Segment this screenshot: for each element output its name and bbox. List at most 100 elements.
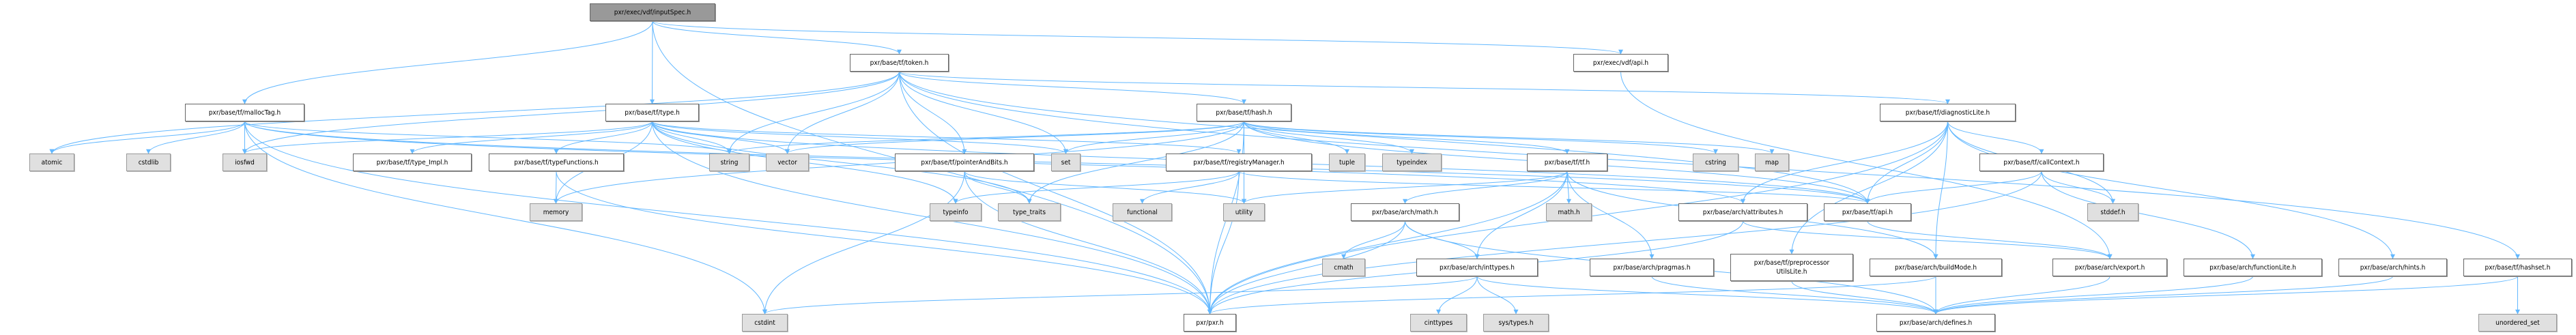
edge-inttypes-to-cinttypes — [1436, 276, 1478, 315]
node-atomic: atomic — [29, 154, 74, 171]
node-pragmas[interactable]: pxr/base/arch/pragmas.h — [1590, 259, 1714, 276]
edge-mallocTag-to-atomic — [49, 121, 245, 154]
node-vector: vector — [766, 154, 809, 171]
edge-callContext-to-stddef — [2041, 171, 2115, 204]
edge-pointerAndBits-to-utility — [964, 171, 1246, 204]
node-pointerAndBits[interactable]: pxr/base/tf/pointerAndBits.h — [895, 154, 1034, 171]
edge-mallocTag-to-cstdint — [244, 121, 767, 315]
edge-hash-to-map — [1244, 121, 1775, 154]
node-token[interactable]: pxr/base/tf/token.h — [850, 54, 949, 72]
edge-token-to-string — [727, 71, 900, 154]
edge-mallocTag-to-pxr — [244, 121, 1212, 315]
edge-archMath-to-cmath — [1341, 220, 1405, 259]
edge-hash-to-typeindex — [1244, 121, 1414, 154]
node-inputSpec: pxr/exec/vdf/inputSpec.h — [590, 3, 715, 21]
edge-mallocTag-to-cstdlib — [146, 121, 245, 154]
edge-token-to-set — [899, 71, 1068, 154]
edge-token-to-tfApi — [899, 71, 1870, 204]
edge-diagnosticLite-to-callContext — [1947, 121, 2044, 154]
edge-preprocessor-to-defines — [1791, 280, 1938, 315]
edge-inttypes-to-cstdint — [762, 276, 1478, 315]
node-callContext[interactable]: pxr/base/tf/callContext.h — [1979, 154, 2104, 171]
edge-registryManager-to-typeinfo — [953, 171, 1240, 204]
edge-vdfApi-to-export — [1620, 71, 2113, 259]
node-map: map — [1755, 154, 1789, 171]
edge-buildMode-to-pxr — [1207, 276, 1936, 315]
node-buildMode[interactable]: pxr/base/arch/buildMode.h — [1870, 259, 2002, 276]
edge-registryManager-to-tfApi — [1238, 171, 1870, 204]
node-preprocessor[interactable]: pxr/base/tf/preprocessor UtilsLite.h — [1730, 254, 1853, 281]
node-type[interactable]: pxr/base/tf/type.h — [605, 104, 699, 121]
edge-export-to-defines — [1933, 276, 2110, 315]
node-tf[interactable]: pxr/base/tf/tf.h — [1527, 154, 1607, 171]
node-diagnosticLite[interactable]: pxr/base/tf/diagnosticLite.h — [1880, 104, 2016, 121]
node-tfApi[interactable]: pxr/base/tf/api.h — [1824, 203, 1911, 221]
node-registryManager[interactable]: pxr/base/tf/registryManager.h — [1166, 154, 1312, 171]
edge-pointerAndBits-to-pxr — [964, 171, 1212, 315]
edge-typeFunctions-to-pxr — [556, 171, 1212, 315]
node-typeindex: typeindex — [1382, 154, 1442, 171]
node-string: string — [709, 154, 749, 171]
node-hash[interactable]: pxr/base/tf/hash.h — [1197, 104, 1291, 121]
edge-token-to-iosfwd — [242, 71, 900, 154]
edge-token-to-hash — [899, 71, 1246, 104]
edge-pointerAndBits-to-typeTraits — [964, 171, 1032, 204]
node-cinttypes: cinttypes — [1410, 314, 1467, 332]
edge-token-to-pxr — [899, 71, 1212, 315]
node-cstdlib: cstdlib — [126, 154, 171, 171]
node-export[interactable]: pxr/base/arch/export.h — [2052, 259, 2167, 276]
edge-callContext-to-tfApi — [1865, 171, 2042, 204]
node-typeImpl[interactable]: pxr/base/tf/type_Impl.h — [353, 154, 472, 171]
node-hashset[interactable]: pxr/base/tf/hashset.h — [2463, 259, 2572, 276]
node-defines[interactable]: pxr/base/arch/defines.h — [1876, 314, 1995, 332]
edge-tfApi-to-export — [1867, 220, 2113, 259]
edge-tf-to-pxr — [1207, 171, 1568, 315]
node-attributes[interactable]: pxr/base/arch/attributes.h — [1678, 203, 1807, 221]
edge-hash-to-tuple — [1244, 121, 1349, 154]
edge-hash-to-typeTraits — [1027, 121, 1244, 204]
edge-inttypes-to-defines — [1476, 276, 1938, 315]
edge-hash-to-set — [1063, 121, 1244, 154]
edge-hash-to-string — [727, 121, 1244, 154]
node-cstring: cstring — [1693, 154, 1738, 171]
edge-diagnosticLite-to-preprocessor — [1789, 121, 1948, 254]
node-pxr[interactable]: pxr/pxr.h — [1184, 314, 1236, 332]
edge-hash-to-tf — [1244, 121, 1570, 154]
edge-diagnosticLite-to-buildMode — [1933, 121, 1948, 259]
node-hints[interactable]: pxr/base/arch/hints.h — [2338, 259, 2447, 276]
node-functionLite[interactable]: pxr/base/arch/functionLite.h — [2184, 259, 2322, 276]
node-archMath[interactable]: pxr/base/arch/math.h — [1351, 203, 1459, 221]
edge-inputSpec-to-mallocTag — [242, 20, 653, 104]
edge-token-to-pointerAndBits — [899, 71, 967, 154]
edge-hashset-to-defines — [1933, 276, 2518, 315]
edge-type-to-typeImpl — [410, 121, 653, 154]
node-functional: functional — [1113, 203, 1172, 221]
edge-token-to-vector — [785, 71, 900, 154]
node-tuple: tuple — [1329, 154, 1365, 171]
edge-functionLite-to-defines — [1933, 276, 2253, 315]
edge-inputSpec-to-vdfApi — [652, 20, 1623, 55]
node-utility: utility — [1223, 203, 1265, 221]
node-sysTypes: sys/types.h — [1483, 314, 1549, 332]
node-memory: memory — [530, 203, 582, 221]
edge-type-to-iosfwd — [242, 121, 653, 154]
edge-typeFunctions-to-memory — [554, 171, 559, 204]
node-typeinfo: typeinfo — [930, 203, 982, 221]
edge-pragmas-to-defines — [1651, 276, 1938, 315]
node-typeFunctions[interactable]: pxr/base/tf/typeFunctions.h — [489, 154, 624, 171]
node-mallocTag[interactable]: pxr/base/tf/mallocTag.h — [185, 104, 304, 121]
edge-diagnosticLite-to-tfApi — [1865, 121, 1948, 204]
edge-hash-to-vector — [785, 121, 1244, 154]
node-inttypes[interactable]: pxr/base/arch/inttypes.h — [1416, 259, 1538, 276]
node-vdfApi[interactable]: pxr/exec/vdf/api.h — [1573, 54, 1668, 72]
edge-type-to-vector — [652, 121, 790, 154]
edge-tf-to-inttypes — [1474, 171, 1568, 259]
edge-tf-to-utility — [1242, 171, 1568, 204]
edge-type-to-set — [652, 121, 1068, 154]
edge-hints-to-defines — [1933, 276, 2393, 315]
node-typeTraits: type_traits — [998, 203, 1061, 221]
edge-inttypes-to-sysTypes — [1476, 276, 1519, 315]
edge-type-to-typeFunctions — [554, 121, 653, 154]
edge-tf-to-archMath — [1403, 171, 1568, 204]
